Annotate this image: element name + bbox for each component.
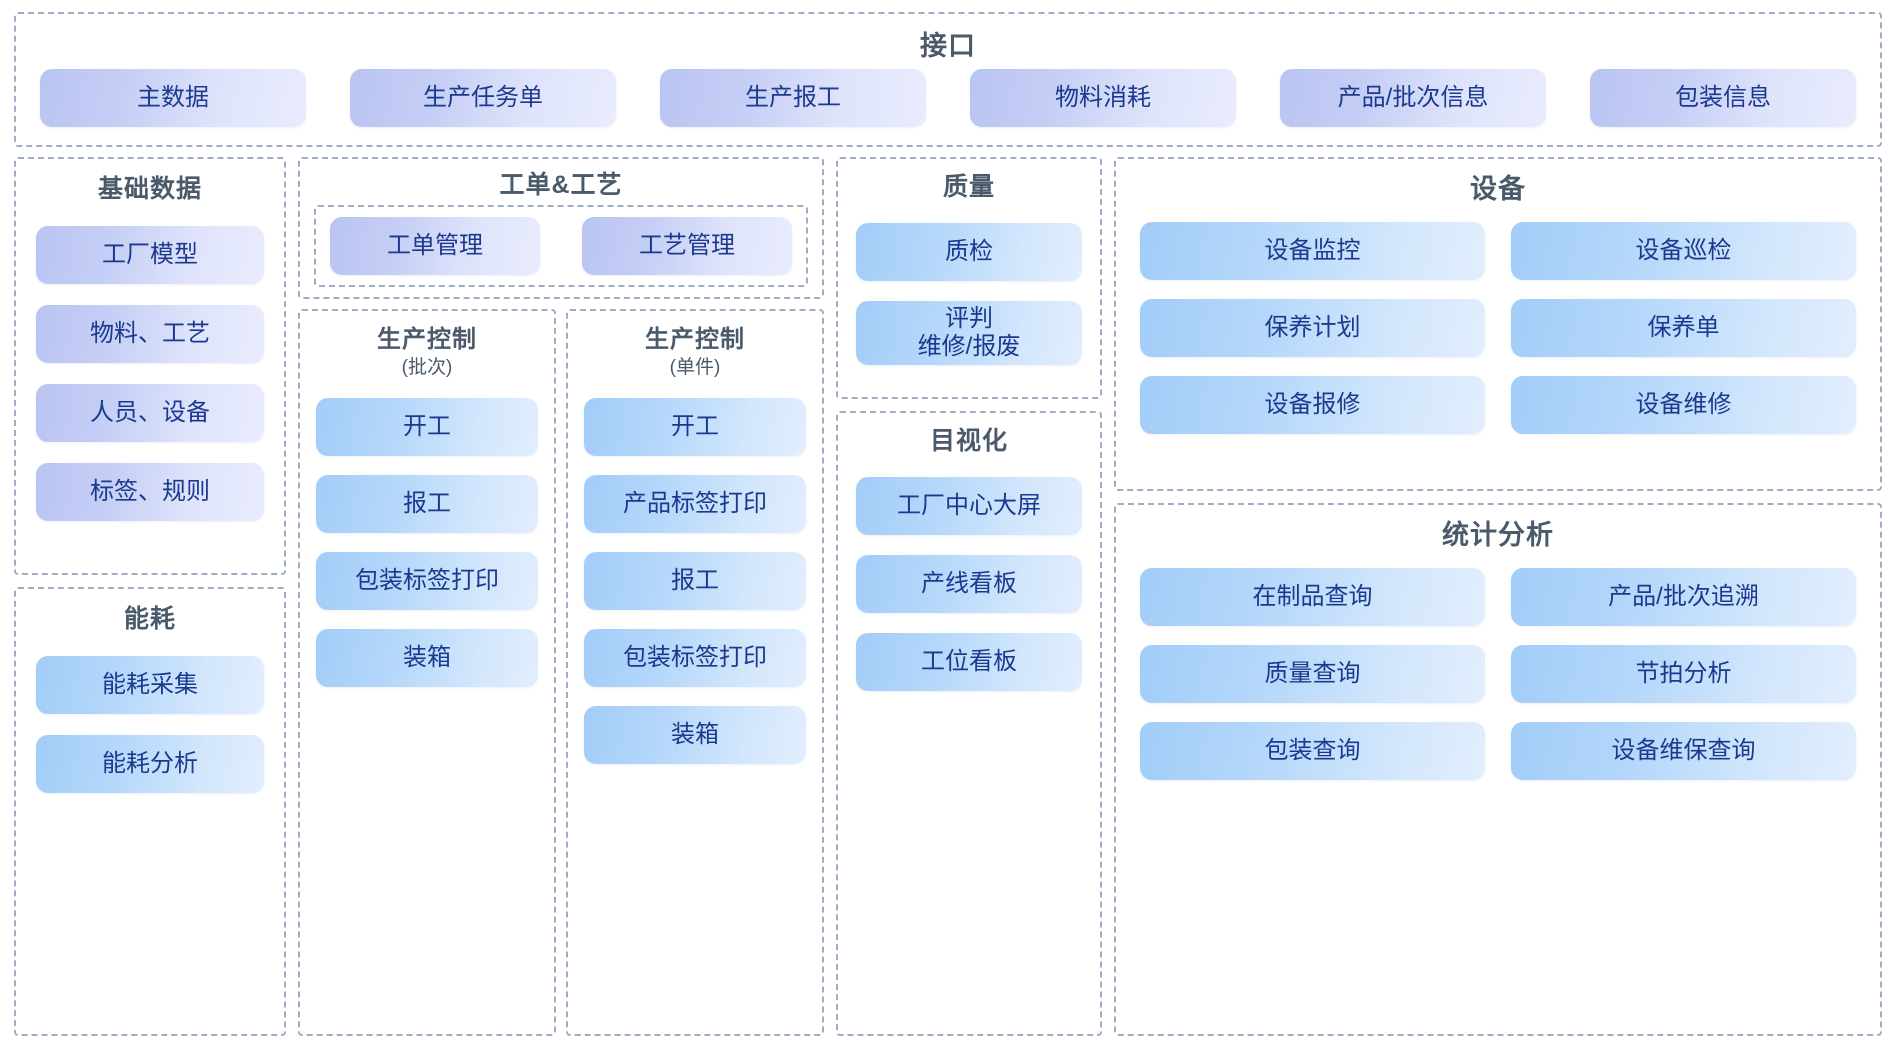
basic-data-chip-material-process[interactable]: 物料、工艺 [36, 305, 264, 363]
production-single-chip-start[interactable]: 开工 [584, 398, 806, 456]
visualization-chip-factory-center-screen[interactable]: 工厂中心大屏 [856, 477, 1082, 535]
interface-chip-packaging-info[interactable]: 包装信息 [1590, 69, 1856, 127]
statistics-title: 统计分析 [1442, 520, 1554, 550]
equipment-chip-grid: 设备监控 设备巡检 保养计划 保养单 设备报修 设备维修 [1140, 222, 1856, 434]
basic-data-section: 基础数据 工厂模型 物料、工艺 人员、设备 标签、规则 [14, 157, 286, 575]
energy-chip-collection[interactable]: 能耗采集 [36, 656, 264, 714]
energy-section: 能耗 能耗采集 能耗分析 [14, 587, 286, 1036]
equipment-section: 设备 设备监控 设备巡检 保养计划 保养单 设备报修 设备维修 [1114, 157, 1882, 491]
work-order-craft-title: 工单&工艺 [499, 171, 623, 199]
visualization-title: 目视化 [929, 427, 1008, 455]
production-single-chip-product-label-print[interactable]: 产品标签打印 [584, 475, 806, 533]
production-single-chip-boxing[interactable]: 装箱 [584, 706, 806, 764]
interface-chip-master-data[interactable]: 主数据 [40, 69, 306, 127]
main-grid: 基础数据 工厂模型 物料、工艺 人员、设备 标签、规则 能耗 能耗采集 能耗分析… [14, 157, 1882, 1036]
basic-data-chip-personnel-equipment[interactable]: 人员、设备 [36, 384, 264, 442]
quality-chip-judgement-repair-scrap[interactable]: 评判 维修/报废 [856, 301, 1082, 365]
interface-chip-product-batch-info[interactable]: 产品/批次信息 [1280, 69, 1546, 127]
craft-chip-management[interactable]: 工艺管理 [582, 217, 792, 275]
basic-data-chip-factory-model[interactable]: 工厂模型 [36, 226, 264, 284]
visualization-section: 目视化 工厂中心大屏 产线看板 工位看板 [836, 411, 1102, 1036]
production-batch-title: 生产控制 [377, 326, 477, 353]
quality-chip-inspection[interactable]: 质检 [856, 223, 1082, 281]
statistics-chip-packaging-query[interactable]: 包装查询 [1140, 722, 1485, 780]
production-control-single-section: 生产控制 (单件) 开工 产品标签打印 报工 包装标签打印 装箱 [566, 309, 824, 1036]
production-single-chip-package-label-print[interactable]: 包装标签打印 [584, 629, 806, 687]
interface-chip-row: 主数据 生产任务单 生产报工 物料消耗 产品/批次信息 包装信息 [40, 69, 1856, 127]
equipment-chip-repair[interactable]: 设备维修 [1511, 376, 1856, 434]
statistics-chip-takt-analysis[interactable]: 节拍分析 [1511, 645, 1856, 703]
statistics-section: 统计分析 在制品查询 产品/批次追溯 质量查询 节拍分析 包装查询 设备维保查询 [1114, 503, 1882, 1036]
column-quality-visualization: 质量 质检 评判 维修/报废 目视化 工厂中心大屏 产线看板 工位看板 [836, 157, 1102, 1036]
work-order-craft-inner-box: 工单管理 工艺管理 [314, 205, 808, 287]
production-single-subtitle: (单件) [669, 357, 721, 378]
statistics-chip-grid: 在制品查询 产品/批次追溯 质量查询 节拍分析 包装查询 设备维保查询 [1140, 568, 1856, 780]
equipment-chip-repair-request[interactable]: 设备报修 [1140, 376, 1485, 434]
visualization-chip-line-board[interactable]: 产线看板 [856, 555, 1082, 613]
production-batch-chip-boxing[interactable]: 装箱 [316, 629, 538, 687]
column-workorder-production: 工单&工艺 工单管理 工艺管理 生产控制 (批次) 开工 报工 包装标签打印 装… [298, 157, 824, 1036]
basic-data-title: 基础数据 [97, 175, 202, 203]
quality-section: 质量 质检 评判 维修/报废 [836, 157, 1102, 399]
statistics-chip-quality-query[interactable]: 质量查询 [1140, 645, 1485, 703]
statistics-chip-equipment-maintenance-query[interactable]: 设备维保查询 [1511, 722, 1856, 780]
work-order-chip-management[interactable]: 工单管理 [330, 217, 540, 275]
visualization-chip-station-board[interactable]: 工位看板 [856, 633, 1082, 691]
column-equipment-statistics: 设备 设备监控 设备巡检 保养计划 保养单 设备报修 设备维修 统计分析 在制品… [1114, 157, 1882, 1036]
production-batch-chip-report[interactable]: 报工 [316, 475, 538, 533]
column-basic-energy: 基础数据 工厂模型 物料、工艺 人员、设备 标签、规则 能耗 能耗采集 能耗分析 [14, 157, 286, 1036]
equipment-chip-monitoring[interactable]: 设备监控 [1140, 222, 1485, 280]
production-control-wrapper: 生产控制 (批次) 开工 报工 包装标签打印 装箱 生产控制 (单件) 开工 产… [298, 309, 824, 1036]
basic-data-chip-label-rule[interactable]: 标签、规则 [36, 463, 264, 521]
energy-title: 能耗 [123, 605, 176, 633]
production-single-title: 生产控制 [645, 326, 745, 353]
equipment-chip-inspection[interactable]: 设备巡检 [1511, 222, 1856, 280]
statistics-chip-product-batch-trace[interactable]: 产品/批次追溯 [1511, 568, 1856, 626]
statistics-chip-wip-query[interactable]: 在制品查询 [1140, 568, 1485, 626]
energy-chip-analysis[interactable]: 能耗分析 [36, 735, 264, 793]
equipment-title: 设备 [1470, 174, 1526, 204]
interface-chip-material-consumption[interactable]: 物料消耗 [970, 69, 1236, 127]
production-batch-chip-start[interactable]: 开工 [316, 398, 538, 456]
equipment-chip-maintenance-order[interactable]: 保养单 [1511, 299, 1856, 357]
interface-section: 接口 主数据 生产任务单 生产报工 物料消耗 产品/批次信息 包装信息 [14, 12, 1882, 147]
work-order-craft-section: 工单&工艺 工单管理 工艺管理 [298, 157, 824, 299]
production-single-chip-report[interactable]: 报工 [584, 552, 806, 610]
production-control-batch-section: 生产控制 (批次) 开工 报工 包装标签打印 装箱 [298, 309, 556, 1036]
quality-title: 质量 [942, 173, 995, 201]
production-batch-subtitle: (批次) [401, 357, 453, 378]
production-batch-chip-package-label-print[interactable]: 包装标签打印 [316, 552, 538, 610]
equipment-chip-maintenance-plan[interactable]: 保养计划 [1140, 299, 1485, 357]
interface-chip-production-task[interactable]: 生产任务单 [350, 69, 616, 127]
interface-title: 接口 [920, 31, 976, 61]
interface-chip-production-report[interactable]: 生产报工 [660, 69, 926, 127]
